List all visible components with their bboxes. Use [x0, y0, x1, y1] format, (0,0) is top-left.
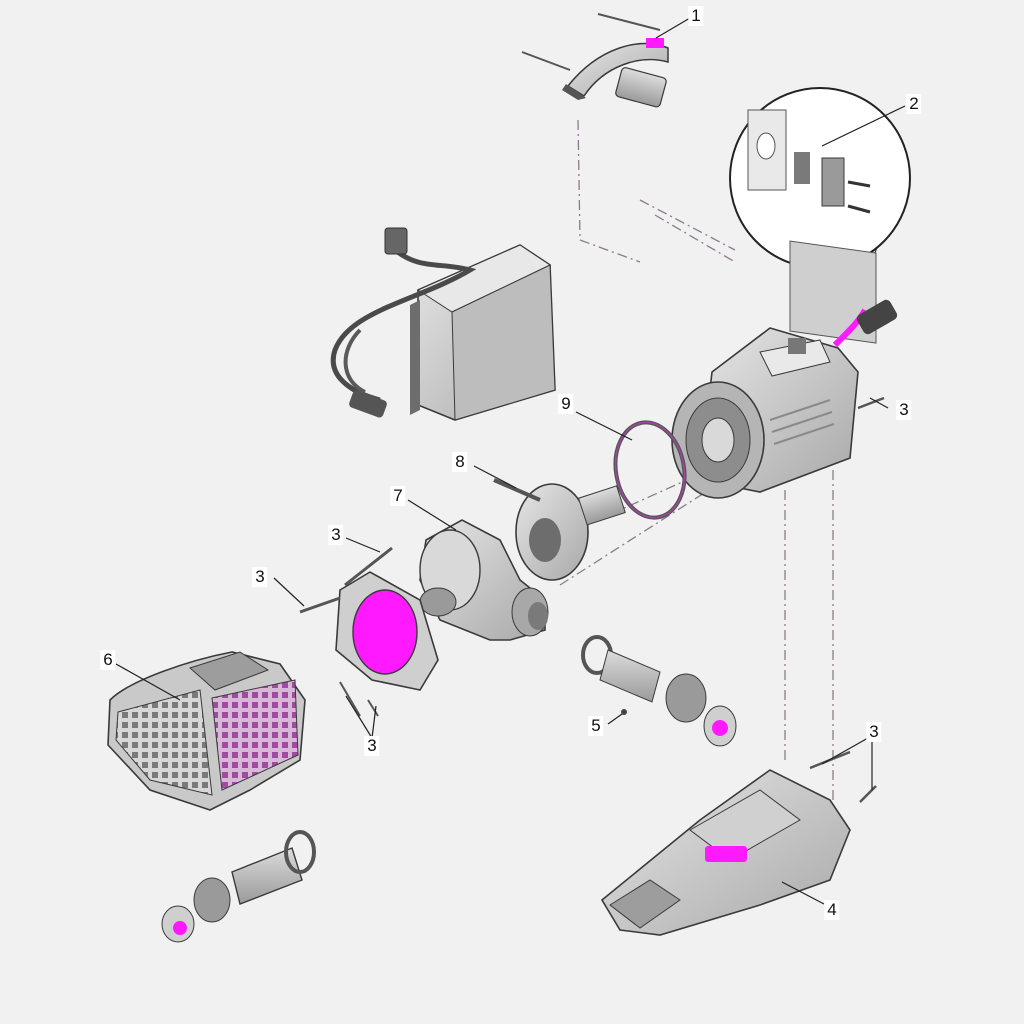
hose-connector-left	[161, 830, 316, 943]
pump-housing-part-7	[419, 519, 549, 641]
control-box	[330, 227, 556, 421]
hose-connector-part-5	[581, 635, 737, 747]
callout-3d: 3	[364, 736, 380, 756]
callout-4: 4	[824, 900, 840, 920]
handle-part-1	[521, 13, 669, 108]
callout-9: 9	[558, 394, 574, 414]
callout-3e: 3	[866, 722, 882, 742]
filter-cage-part-6	[107, 651, 306, 811]
rotor-part-8	[493, 478, 626, 581]
callout-3a: 3	[896, 400, 912, 420]
base-part-4	[600, 769, 851, 936]
callout-3b: 3	[328, 525, 344, 545]
callout-2: 2	[906, 94, 922, 114]
leader-lines	[115, 17, 906, 905]
callout-6: 6	[100, 650, 116, 670]
callout-5: 5	[588, 716, 604, 736]
callout-1: 1	[688, 6, 704, 26]
motor-housing	[671, 299, 898, 499]
cable-clamp-detail-part-2	[729, 87, 911, 344]
front-plate	[299, 546, 439, 717]
callout-8: 8	[452, 452, 468, 472]
callout-3c: 3	[252, 567, 268, 587]
callout-7: 7	[390, 486, 406, 506]
o-ring-part-9	[613, 420, 687, 520]
